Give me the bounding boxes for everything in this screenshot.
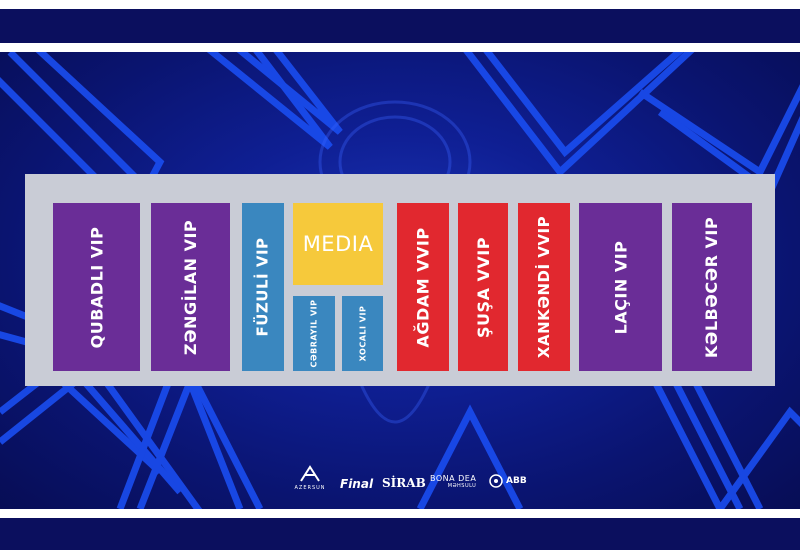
box-xocali-label: XOCALI VIP [358, 305, 368, 362]
box-media-label: MEDIA [302, 232, 374, 256]
box-xankendi-vvip[interactable]: XANKƏNDİ VVIP [518, 203, 570, 371]
box-qubadli-vip[interactable]: QUBADLI VIP [53, 203, 140, 371]
azersun-text: AZERSUN [294, 485, 326, 491]
seating-panel: QUBADLI VIP ZƏNGİLAN VIP FÜZULİ VIP MEDI… [25, 174, 775, 386]
azersun-mark-icon [300, 465, 320, 482]
box-fuzuli-vip[interactable]: FÜZULİ VIP [242, 203, 284, 371]
box-fuzuli-label: FÜZULİ VIP [254, 237, 272, 337]
bonadea-subtext: MƏHSULU [447, 483, 477, 489]
box-lacin-label: LAÇIN VIP [611, 240, 631, 334]
box-agdam-label: AĞDAM VVIP [413, 226, 433, 348]
final-logo: Final [340, 477, 374, 491]
abb-logo: ABB [488, 473, 527, 489]
abb-text: ABB [506, 476, 527, 486]
box-zengilan-vip[interactable]: ZƏNGİLAN VIP [151, 203, 230, 371]
abb-flower-icon [489, 474, 503, 488]
box-kelbecer-vip[interactable]: KƏLBƏCƏR VIP [672, 203, 752, 371]
box-lacin-vip[interactable]: LAÇIN VIP [579, 203, 662, 371]
box-cebrayil-vip[interactable]: CƏBRAYIL VIP [293, 296, 335, 371]
sponsor-logos: AZERSUN Final SİRAB BONA DEA MƏHSULU ABB [290, 465, 540, 501]
box-kelbecer-label: KƏLBƏCƏR VIP [702, 216, 722, 358]
sirab-logo: SİRAB [382, 476, 426, 490]
box-zengilan-label: ZƏNGİLAN VIP [181, 219, 201, 355]
box-susa-label: ŞUŞA VVIP [473, 236, 493, 338]
bonadea-text: BONA DEA [430, 474, 477, 483]
background-stage: QUBADLI VIP ZƏNGİLAN VIP FÜZULİ VIP MEDI… [0, 52, 800, 509]
azersun-logo: AZERSUN [292, 465, 328, 491]
box-media[interactable]: MEDIA [293, 203, 383, 285]
bottom-banner-bar [0, 518, 800, 550]
bonadea-logo: BONA DEA MƏHSULU [430, 474, 476, 489]
box-susa-vvip[interactable]: ŞUŞA VVIP [458, 203, 508, 371]
box-xankendi-label: XANKƏNDİ VVIP [535, 215, 554, 359]
box-agdam-vvip[interactable]: AĞDAM VVIP [397, 203, 449, 371]
box-qubadli-label: QUBADLI VIP [87, 226, 107, 348]
top-banner-bar [0, 9, 800, 43]
box-xocali-vip[interactable]: XOCALI VIP [342, 296, 383, 371]
box-cebrayil-label: CƏBRAYIL VIP [309, 299, 319, 368]
